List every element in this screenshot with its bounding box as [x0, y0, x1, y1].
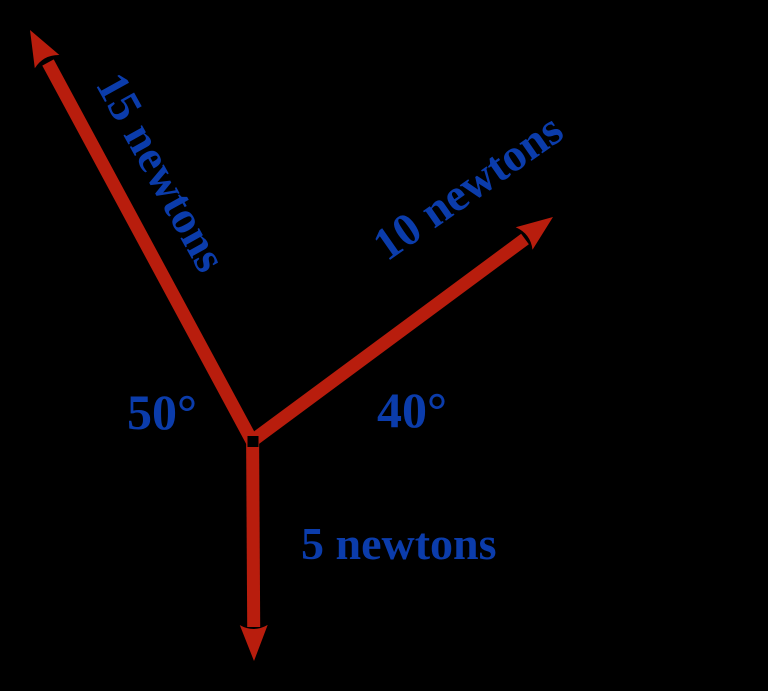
force-vector-5n-shaft — [246, 440, 261, 628]
force-vector-10n-arrow — [248, 217, 553, 447]
angle-label-40: 40° — [377, 382, 447, 438]
force-vector-15n-arrow — [30, 30, 258, 445]
force-vector-5n-arrow — [239, 440, 268, 661]
force-label-10n: 10 newtons — [363, 103, 571, 270]
force-vector-5n-arrowhead-icon — [239, 624, 268, 661]
angle-label-50: 50° — [127, 384, 197, 440]
force-vector-15n-arrowhead-icon — [30, 30, 60, 69]
force-vector-15n-shaft — [42, 59, 258, 445]
force-vector-10n-shaft — [248, 233, 529, 447]
force-vector-10n-arrowhead-icon — [515, 217, 553, 250]
origin-point-marker — [247, 436, 259, 447]
force-label-5n: 5 newtons — [301, 518, 497, 569]
